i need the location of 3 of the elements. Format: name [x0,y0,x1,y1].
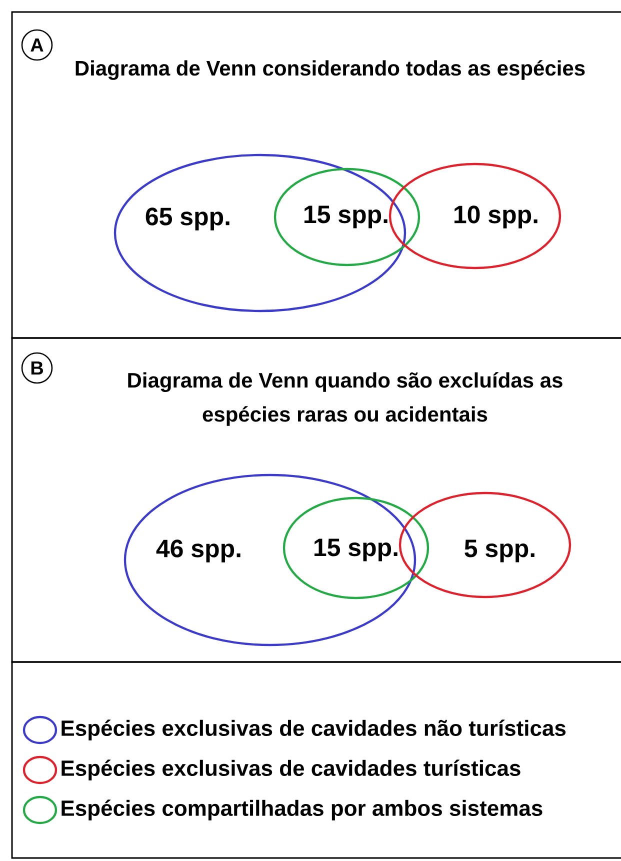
legend-text: Espécies exclusivas de cavidades não turísticas [62,720,566,740]
legend-text: Espécies exclusivas de cavidades turísticas [62,760,520,780]
legend-text: Espécies compartilhadas por ambos sistemas [62,800,542,820]
